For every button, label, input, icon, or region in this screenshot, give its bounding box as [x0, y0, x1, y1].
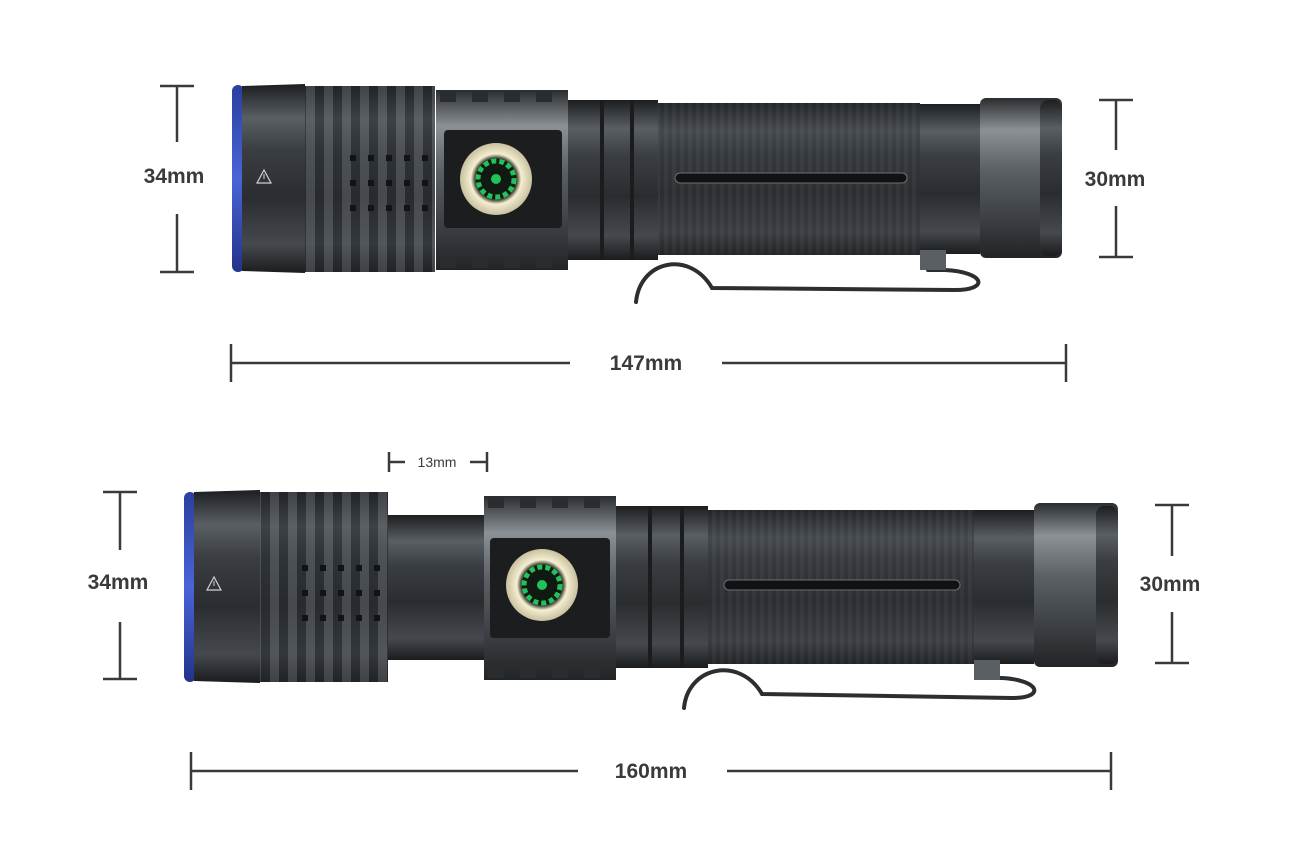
top-neck [568, 100, 658, 260]
pocket-clip-icon [682, 668, 1037, 710]
bottom-dimensions [103, 452, 1189, 790]
bottom-head [194, 490, 260, 683]
power-button-icon[interactable] [460, 143, 532, 215]
bottom-head-diameter-label: 34mm [88, 571, 149, 594]
top-head [242, 84, 305, 273]
top-flashlight [232, 84, 1062, 304]
power-button-icon[interactable] [506, 549, 578, 621]
top-dimensions [160, 84, 1133, 382]
top-length-label: 147mm [610, 352, 682, 375]
pocket-clip-icon [634, 262, 981, 304]
warning-triangle-icon [255, 168, 273, 184]
bottom-tail-diameter-label: 30mm [1140, 573, 1201, 596]
bottom-zoom-extension [388, 515, 484, 660]
top-lens-bezel [232, 85, 244, 272]
bottom-lens-bezel [184, 492, 196, 682]
top-head-diameter-label: 34mm [144, 165, 205, 188]
bottom-tail-cap [974, 510, 1034, 664]
top-tail-diameter-label: 30mm [1085, 168, 1146, 191]
bottom-flashlight [184, 490, 1118, 710]
top-tail-cap [920, 104, 980, 254]
warning-triangle-icon [205, 575, 223, 591]
bottom-length-label: 160mm [615, 760, 687, 783]
bottom-neck [616, 506, 708, 668]
bottom-zoom-extension-label: 13mm [418, 454, 457, 470]
